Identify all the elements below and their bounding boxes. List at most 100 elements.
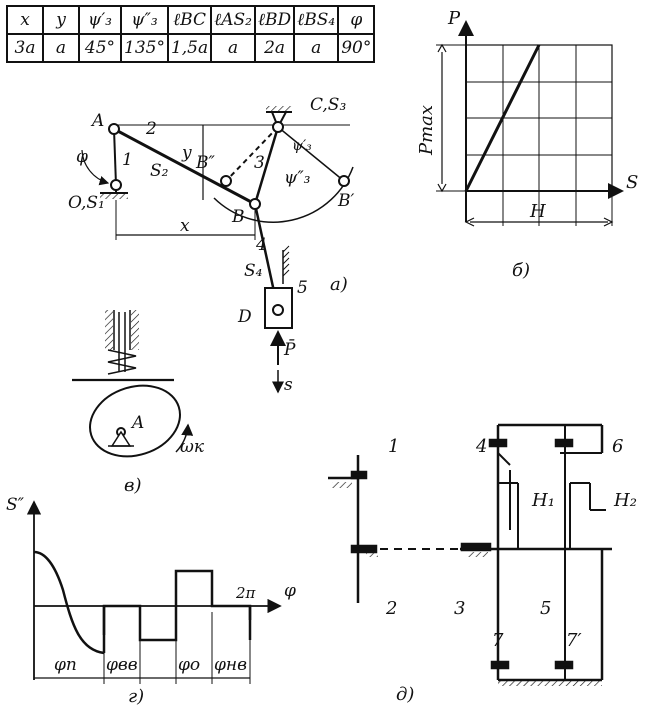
label-gear-7: 7 <box>492 630 504 651</box>
table-header-cell: ℓBS₄ <box>293 5 340 35</box>
label-carrier-h2: H₂ <box>613 490 637 511</box>
table-header-cell: ψ″₃ <box>120 5 169 35</box>
table-cell: a <box>210 33 256 63</box>
table-cell: 2a <box>253 33 296 63</box>
label-psi-double-prime: ψ″₃ <box>284 168 311 188</box>
label-h: H <box>529 201 546 222</box>
caption-a: а) <box>330 274 348 295</box>
link-2 <box>113 127 256 206</box>
table-cell: 135° <box>120 33 169 63</box>
swing-arc <box>213 166 354 223</box>
label-link-5: 5 <box>297 278 308 298</box>
table-cell: a <box>293 33 340 63</box>
label-s: s <box>284 375 293 395</box>
table-header-cell: ψ′₃ <box>78 5 122 35</box>
label-b-prime: B′ <box>337 191 354 211</box>
accel-curve <box>33 550 105 655</box>
label-gear-5: 5 <box>540 598 551 619</box>
label-c: C,S₃ <box>310 95 346 115</box>
label-b-double-prime: B″ <box>195 153 215 173</box>
link-1 <box>113 128 117 186</box>
label-seg-phi-p: φп <box>54 655 77 675</box>
label-o: O,S₁ <box>68 193 105 213</box>
joint-d <box>272 304 284 316</box>
table-header-cell: ℓBC <box>166 5 213 35</box>
parameter-table: x y ψ′₃ ψ″₃ ℓBC ℓAS₂ ℓBD ℓBS₄ φ 3a a 45°… <box>6 5 376 63</box>
ground-hatch-c <box>266 106 292 112</box>
caption-v: в) <box>124 475 142 496</box>
acceleration-labels: S″ φ 2π φп φвв φо φнв г) <box>6 495 296 707</box>
label-d: D <box>237 307 252 327</box>
label-phi-axis: φ <box>284 581 296 601</box>
ground-hatch-o <box>100 193 128 199</box>
label-s-double-prime: S″ <box>6 495 25 515</box>
label-cam-a: A <box>130 413 144 433</box>
label-carrier-h1: H₁ <box>531 490 555 511</box>
table-cell: 90° <box>337 33 376 63</box>
force-diagram-labels: P S H Pmax б) <box>416 8 638 281</box>
link-3-dashed <box>225 126 279 182</box>
label-phi: φ <box>76 147 88 167</box>
label-link-2: 2 <box>145 119 157 139</box>
label-gear-1: 1 <box>388 436 399 457</box>
label-link-3: 3 <box>254 153 265 173</box>
link-3 <box>253 126 280 205</box>
gear-train <box>328 423 612 686</box>
label-omega: ωк <box>180 437 205 457</box>
table-cell: 3a <box>6 33 44 63</box>
label-p-axis: P <box>447 8 461 29</box>
label-x: x <box>180 216 190 236</box>
table-cell: a <box>42 33 80 63</box>
phi-arc <box>81 149 110 186</box>
label-gear-4: 4 <box>475 436 487 457</box>
label-s-axis: S <box>626 172 638 193</box>
label-seg-phi-nv: φнв <box>214 655 247 675</box>
label-y: y <box>181 143 192 163</box>
label-psi-prime: ψ′₃ <box>292 138 312 154</box>
table-header-cell: y <box>42 5 80 35</box>
table-cell: 45° <box>78 33 122 63</box>
caption-b: б) <box>512 260 530 281</box>
table-header-row: x y ψ′₃ ψ″₃ ℓBC ℓAS₂ ℓBD ℓBS₄ φ <box>6 5 376 35</box>
table-value-row: 3a a 45° 135° 1,5a a 2a a 90° <box>6 33 376 63</box>
label-two-pi: 2π <box>235 584 257 602</box>
cam-mechanism <box>72 310 194 458</box>
joint-b <box>249 198 261 210</box>
acceleration-diagram <box>26 500 282 684</box>
caption-g: г) <box>128 686 144 707</box>
cam-disk <box>89 384 181 458</box>
label-gear-7-prime: 7′ <box>566 630 582 651</box>
table-cell: 1,5a <box>166 33 213 63</box>
gear-train-labels: 1 2 3 4 5 6 7 7′ H₁ H₂ д) <box>385 436 637 705</box>
link-3-to-bprime <box>277 126 345 182</box>
table-header-cell: φ <box>337 5 376 35</box>
table-header-cell: x <box>6 5 44 35</box>
joint-b-double-prime <box>220 175 232 187</box>
accel-step-path <box>102 569 252 653</box>
linkage-labels: A O,S₁ C,S₃ B B″ B′ D S₂ S₄ 1 2 3 4 5 φ … <box>68 95 354 395</box>
label-link-1: 1 <box>122 150 133 170</box>
label-b: B <box>231 207 245 227</box>
force-line <box>464 44 541 192</box>
label-seg-phi-o: φо <box>178 655 200 675</box>
label-link-4: 4 <box>255 235 267 255</box>
cam-labels: A ωк в) <box>124 413 205 496</box>
table-header-cell: ℓAS₂ <box>210 5 256 35</box>
caption-d: д) <box>396 684 414 705</box>
label-force-p: P̄ <box>283 338 296 360</box>
label-gear-3: 3 <box>454 598 465 619</box>
force-diagram <box>436 20 624 227</box>
label-pmax: Pmax <box>416 105 437 156</box>
label-seg-phi-vv: φвв <box>106 655 138 675</box>
table-header-cell: ℓBD <box>253 5 296 35</box>
joint-c <box>272 121 284 133</box>
label-s4: S₄ <box>244 261 263 281</box>
label-gear-6: 6 <box>612 436 623 457</box>
joint-o <box>110 179 122 191</box>
joint-a <box>108 123 120 135</box>
label-a: A <box>90 111 104 131</box>
label-s2: S₂ <box>150 161 169 181</box>
label-gear-2: 2 <box>385 598 397 619</box>
joint-b-prime <box>338 175 350 187</box>
